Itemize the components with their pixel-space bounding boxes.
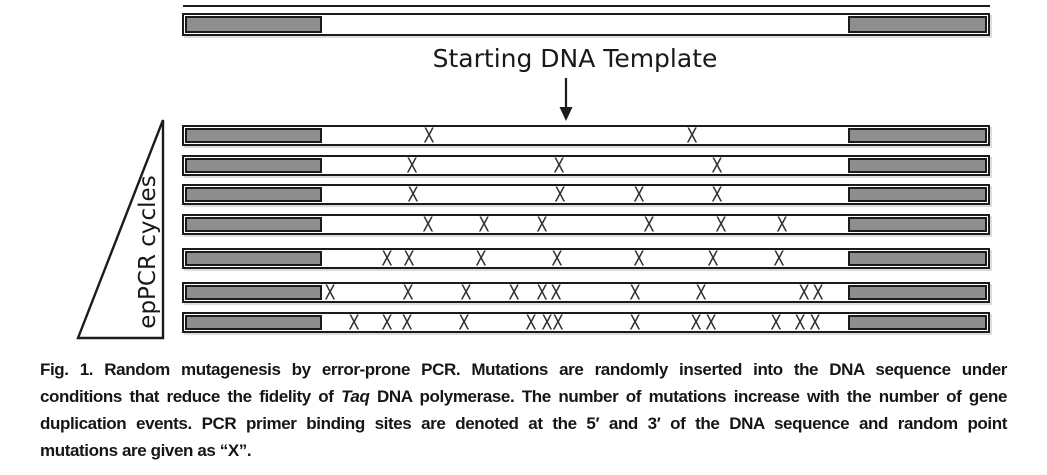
primer-3prime [848,128,987,143]
caption-text: DNA polymerase. The number of mutations … [369,387,1008,406]
mutation-x-mark: X [643,212,655,237]
primer-5prime [185,16,322,33]
mutation-x-mark: X [459,280,472,305]
mutation-x-mark: X [401,310,413,335]
primer-3prime [848,158,987,173]
mutation-x-mark: X [551,246,563,271]
starting-template-label: Starting DNA Template [432,44,718,73]
mutation-x-mark: X [629,280,641,305]
mutation-x-mark: X [798,280,810,305]
primer-5prime [185,217,322,232]
primer-5prime [185,128,322,143]
mutation-x-mark: X [536,212,548,237]
top-rule [183,5,990,7]
gene-region [323,15,847,34]
caption-line: mutations are given as “X”. [40,437,1007,464]
primer-3prime [848,217,987,232]
mutation-x-mark: X [423,123,435,148]
mutation-x-mark: X [695,280,707,305]
mutation-x-mark: X [405,153,418,178]
cycles-triangle [76,119,165,340]
mutation-x-mark: X [552,310,564,335]
mutation-x-mark: X [776,212,788,237]
mutation-x-mark: X [770,310,782,335]
mutation-x-mark: X [406,182,419,207]
mutation-x-mark: X [381,310,393,335]
mutation-x-mark: X [553,153,565,178]
primer-3prime [848,16,987,33]
mutation-x-mark: X [324,280,336,305]
primer-5prime [185,187,322,202]
figure-caption: Fig. 1. Random mutagenesis by error-pron… [40,356,1007,464]
mutation-x-mark: X [794,310,806,335]
mutation-x-mark: X [633,182,645,207]
caption-line: duplication events. PCR primer binding s… [40,410,1007,437]
mutation-x-mark: X [773,246,786,271]
mutation-x-mark: X [550,280,562,305]
down-arrow-icon [559,78,573,121]
primer-3prime [848,285,987,300]
starting-template-bar [182,13,990,36]
mutation-x-mark: X [629,310,641,335]
mutation-x-mark: X [348,310,360,335]
mutation-x-mark: X [508,280,520,305]
caption-text: conditions that reduce the fidelity of [40,387,342,406]
eppcr-cycles-label: epPCR cycles [135,175,161,329]
primer-5prime [185,158,322,173]
mutation-x-mark: X [686,123,699,148]
mutation-x-mark: X [525,310,537,335]
primer-5prime [185,251,322,266]
mutation-x-mark: X [554,182,566,207]
primer-5prime [185,285,322,300]
primer-3prime [848,251,987,266]
mutation-x-mark: X [541,310,553,335]
primer-5prime [185,315,322,330]
mutation-x-mark: X [715,212,727,237]
mutation-x-mark: X [475,246,487,271]
caption-line: Fig. 1. Random mutagenesis by error-pron… [40,356,1007,383]
caption-text: mutations are given as “X”. [40,441,252,460]
caption-italic-text: Taq [341,387,370,406]
mutation-x-mark: X [478,212,491,237]
mutation-x-mark: X [710,182,723,207]
mutation-x-mark: X [812,280,824,305]
primer-3prime [848,315,987,330]
mutation-x-mark: X [536,280,548,305]
mutation-x-mark: X [422,212,434,237]
caption-text: duplication events. PCR primer binding s… [40,414,1007,433]
mutation-x-mark: X [689,310,702,335]
mutation-x-mark: X [458,310,471,335]
mutation-x-mark: X [402,280,414,305]
caption-line: conditions that reduce the fidelity of T… [40,383,1007,410]
mutation-x-mark: X [707,246,719,271]
mutation-x-mark: X [809,310,821,335]
mutation-x-mark: X [403,246,416,271]
mutation-x-mark: X [705,310,717,335]
primer-3prime [848,187,987,202]
mutation-x-mark: X [381,246,393,271]
mutation-x-mark: X [710,153,723,178]
mutation-x-mark: X [633,246,645,271]
caption-text: Fig. 1. Random mutagenesis by error-pron… [40,360,1007,379]
